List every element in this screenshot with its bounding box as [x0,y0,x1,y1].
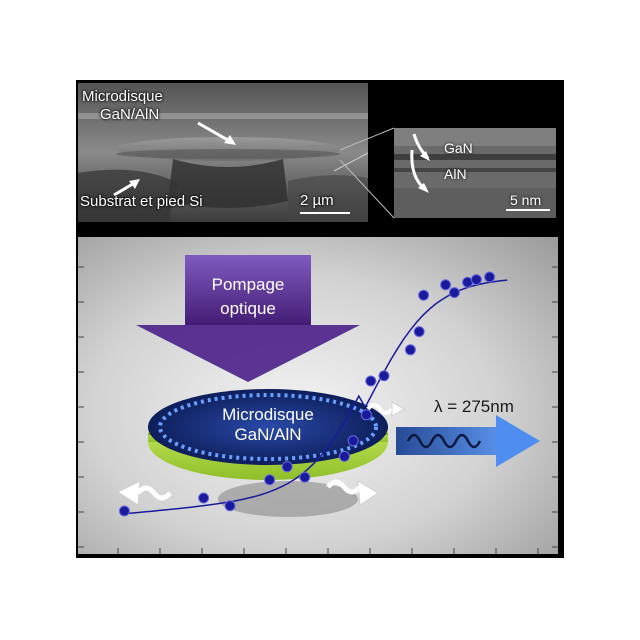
data-point [413,326,425,338]
data-point [470,274,482,286]
wavelength-label: λ = 275nm [434,397,514,416]
data-point [338,450,350,462]
sem-scalebar-label: 2 µm [300,192,334,209]
sem-label-substrate: Substrat et pied Si [80,193,203,210]
data-point [440,279,452,291]
scattered-light-arrows [116,401,405,506]
pump-label-line1: Pompage [211,275,285,294]
data-point [360,409,372,421]
pedestal [218,481,358,517]
axis-ticks [78,266,558,554]
pump-arrow [136,255,360,382]
data-point [118,505,130,517]
tem-aln-layer [394,168,556,172]
disk-label-line2: GaN/AlN [234,425,302,444]
data-point [378,370,390,382]
emission-arrow [396,415,540,467]
data-point [264,474,276,486]
schematic-panel: Pompage optique Microdisque GaN/AlN λ = … [78,237,558,554]
data-point [418,289,430,301]
schematic-image [78,255,558,554]
sem-image-panel: Microdisque GaN/AlN Substrat et pied Si … [78,83,368,222]
disk-label-line1: Microdisque [222,405,314,424]
sem-si-pedestal [168,159,288,208]
tem-label-aln: AlN [444,166,467,182]
data-point [484,271,496,283]
data-point [448,287,460,299]
data-point [198,492,210,504]
tem-label-gan: GaN [444,140,473,156]
sem-label-microdisk-line2: GaN/AlN [100,106,160,123]
data-point [224,500,236,512]
pump-label-line2: optique [220,299,276,318]
tem-gan-layer [394,154,556,160]
data-point [281,461,293,473]
tem-image [394,128,556,218]
data-point [404,344,416,356]
data-point [299,471,311,483]
data-point [347,435,359,447]
tem-scalebar-label: 5 nm [510,192,542,208]
data-point [365,375,377,387]
fit-curve [119,279,508,515]
tem-image-panel: GaN AlN 5 nm [394,128,556,218]
sem-label-microdisk-line1: Microdisque [82,88,163,105]
